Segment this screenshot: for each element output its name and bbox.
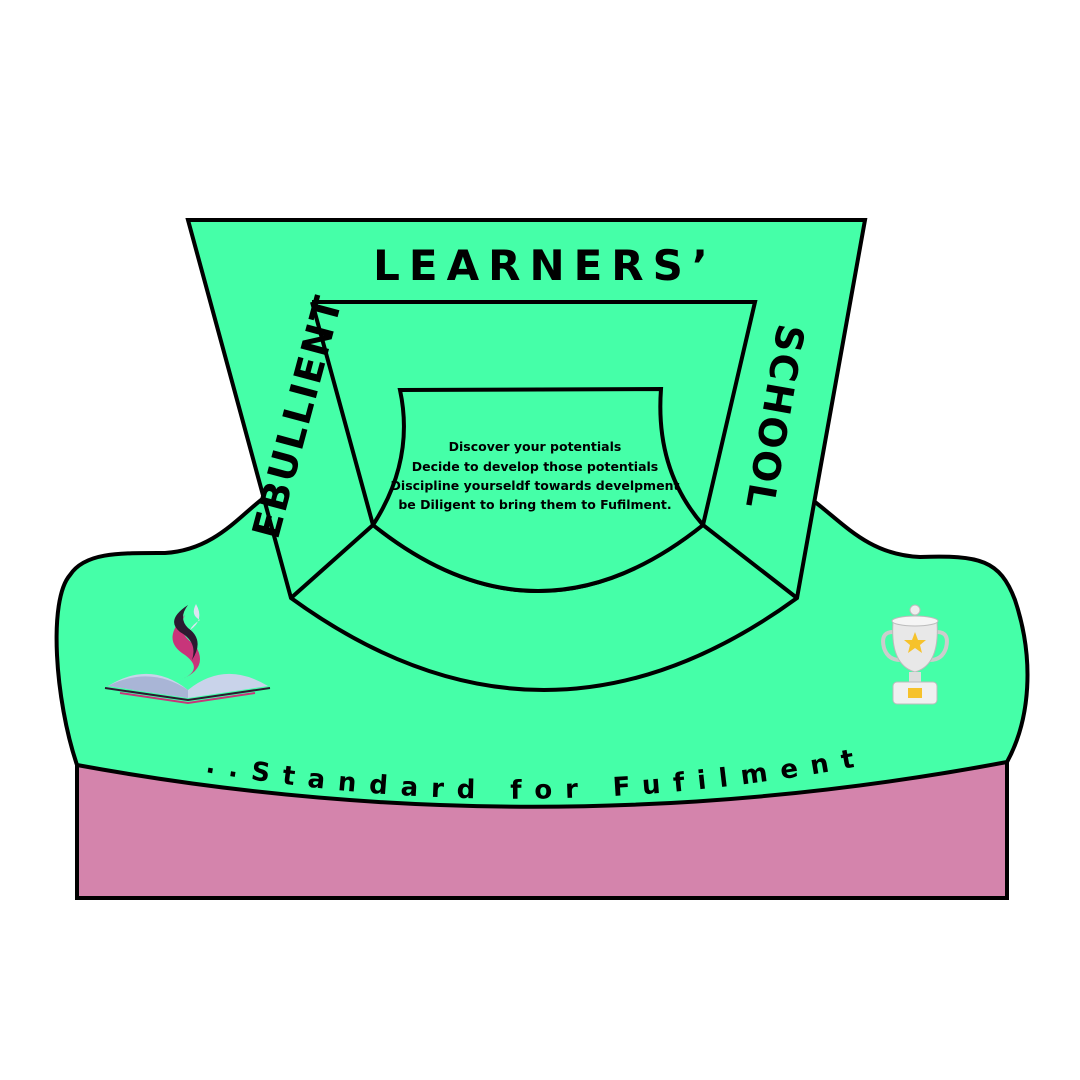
title-top: LEARNERS’ <box>373 241 717 290</box>
creed-line: Decide to develop those potentials <box>412 459 659 474</box>
trophy-star-icon <box>881 604 949 705</box>
book-flame-logo <box>104 604 271 705</box>
inner-panel <box>370 386 706 593</box>
creed-line: Discover your potentials <box>449 439 622 454</box>
creed-line: be Diligent to bring them to Fufilment. <box>398 497 671 512</box>
creed-text: Discover your potentials Decide to devel… <box>391 439 680 512</box>
creed-line: Discipline yourseldf towards develpment <box>391 478 680 493</box>
